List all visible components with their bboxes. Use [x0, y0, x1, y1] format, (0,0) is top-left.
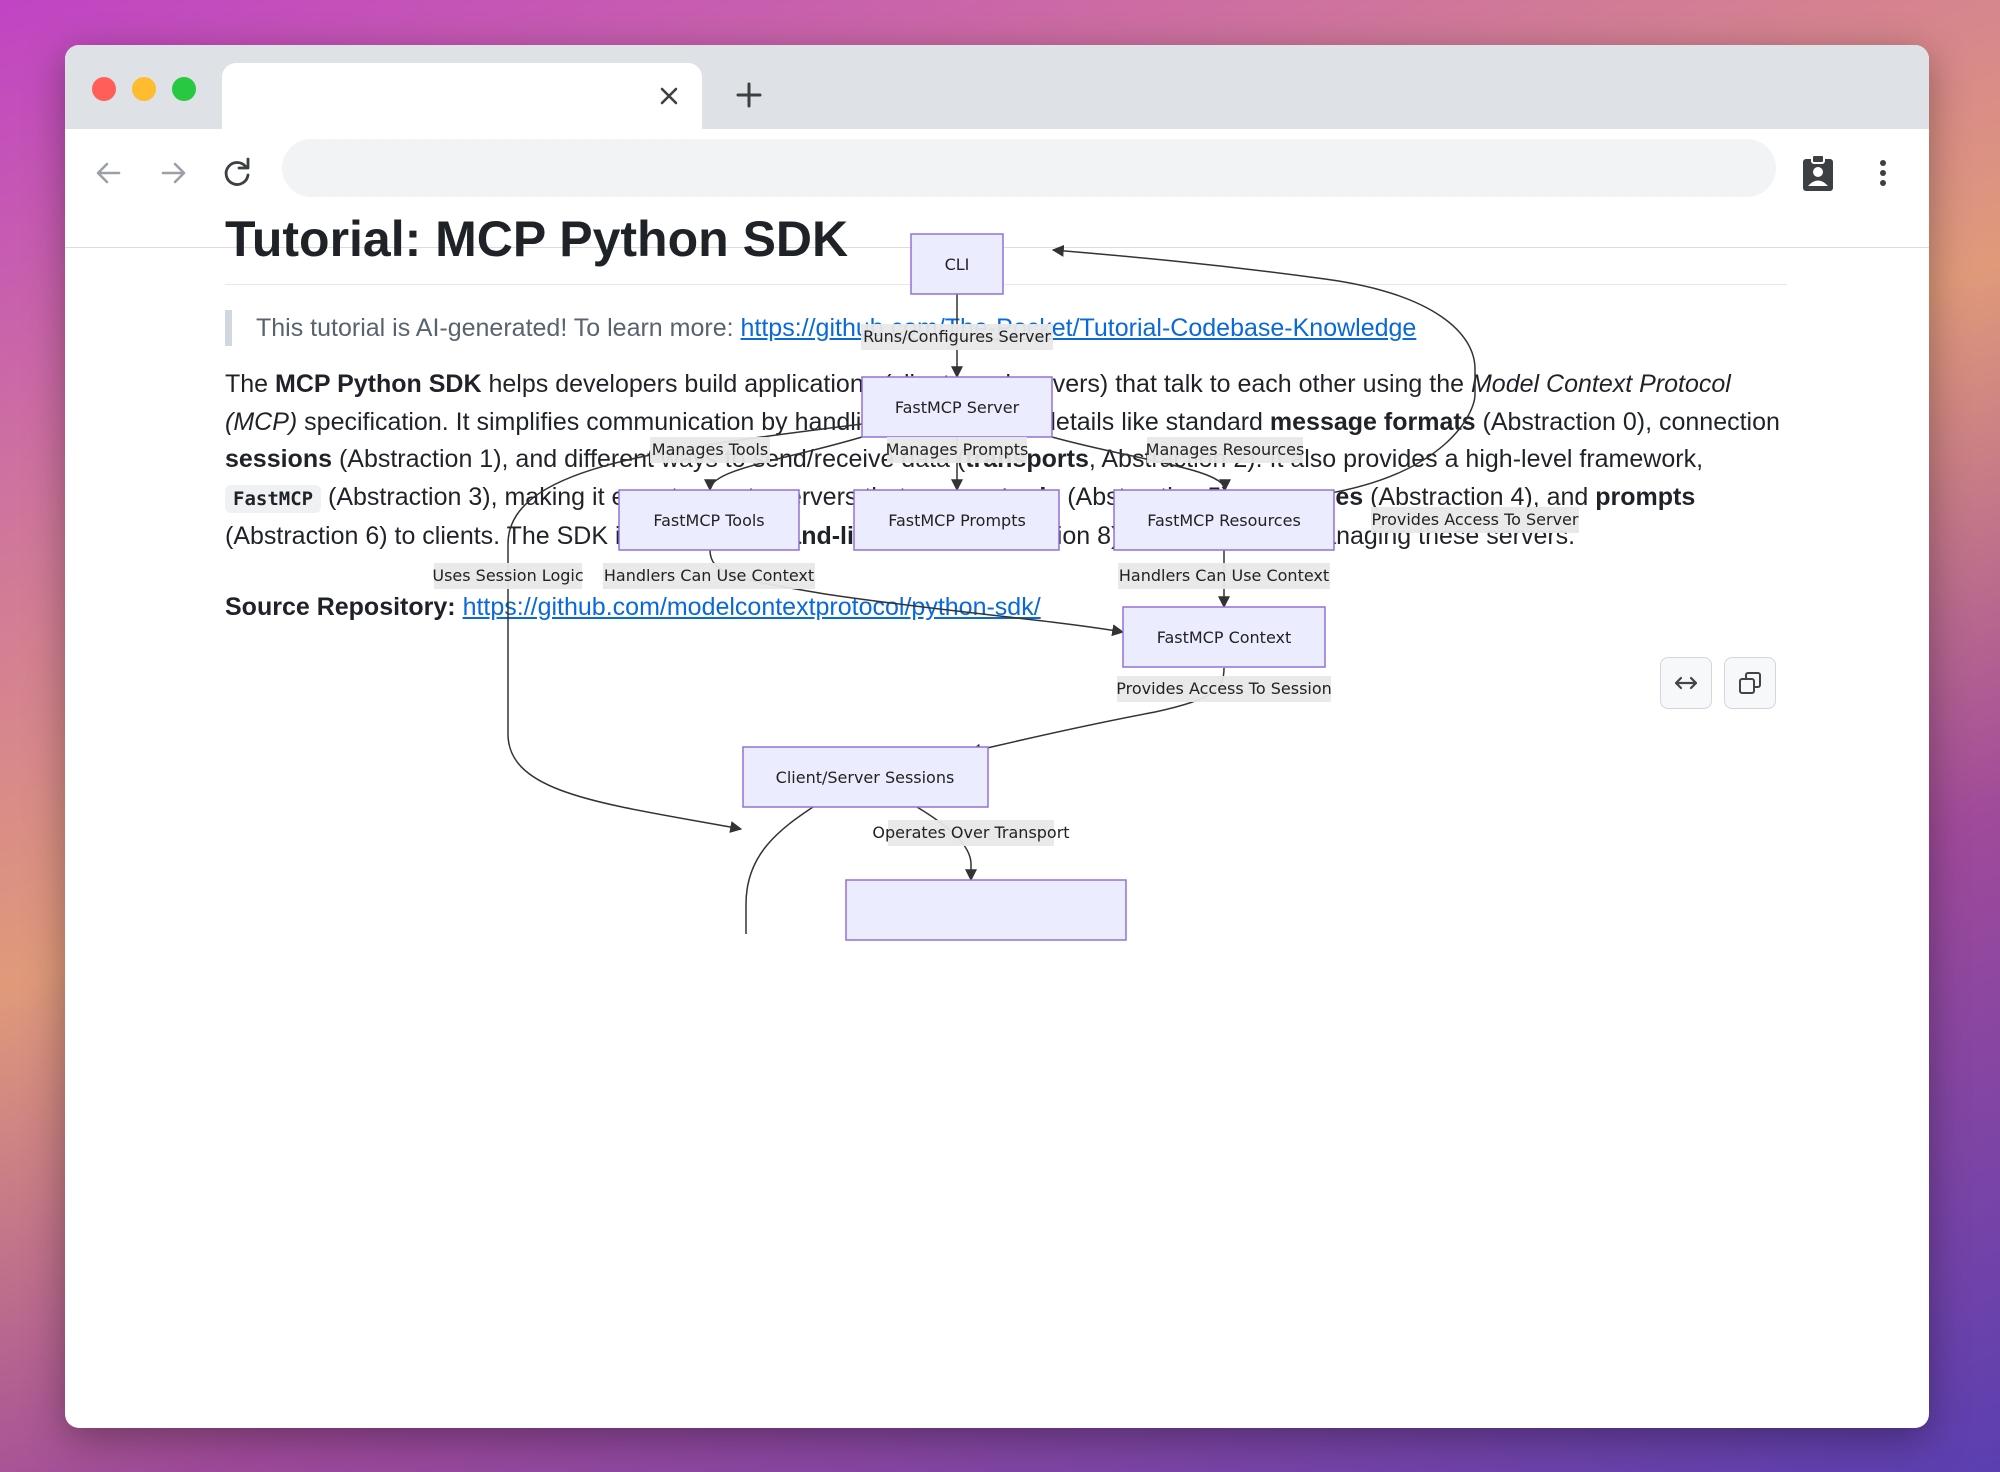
intro-text: specification. It simplifies communicati…: [297, 407, 1270, 436]
edge-label-handlers-resources: Handlers Can Use Context: [1119, 566, 1329, 585]
edge-sessions-down: [745, 806, 814, 934]
maximize-window-button[interactable]: [172, 77, 196, 101]
node-fastmcp-prompts[interactable]: [853, 489, 1060, 551]
node-context-label: FastMCP Context: [1157, 628, 1292, 647]
node-client-server-sessions[interactable]: [742, 746, 989, 808]
back-arrow-icon[interactable]: [87, 151, 131, 195]
intro-text: (Abstraction 0), connection: [1475, 407, 1780, 436]
ai-notice-blockquote: This tutorial is AI-generated! To learn …: [225, 310, 1796, 346]
label-bg: [1147, 437, 1303, 463]
tab-bar: [65, 45, 1929, 129]
edge-label-handlers-tools: Handlers Can Use Context: [604, 566, 814, 585]
expand-diagram-button[interactable]: [1660, 657, 1712, 709]
node-tools-label: FastMCP Tools: [653, 511, 764, 530]
intro-bold: MCP Python SDK: [275, 370, 482, 398]
notice-link[interactable]: https://github.com/The-Pocket/Tutorial-C…: [740, 314, 1417, 342]
intro-text: The: [225, 370, 276, 398]
page-content: Tutorial: MCP Python SDK This tutorial i…: [65, 204, 1929, 1428]
title-divider: [225, 284, 1787, 285]
expand-horizontal-icon: [1674, 676, 1698, 690]
edge-label-manages-tools: Manages Tools: [652, 440, 768, 459]
node-fastmcp-resources[interactable]: [1113, 489, 1335, 551]
edge-label-manages-prompts: Manages Prompts: [886, 440, 1029, 459]
edge-tools-context: [709, 549, 1125, 637]
node-transport-partial[interactable]: [845, 879, 1127, 941]
intro-bold: message formats: [1269, 407, 1476, 436]
flowchart-diagram: CLI FastMCP Server FastMCP Tools FastMCP…: [432, 233, 1579, 941]
node-fastmcp-context[interactable]: [1122, 606, 1326, 668]
close-icon[interactable]: [654, 81, 684, 111]
node-resources-label: FastMCP Resources: [1147, 511, 1301, 530]
notice-text: This tutorial is AI-generated! To learn …: [256, 314, 741, 342]
intro-italic: Model Context Protocol (MCP): [225, 370, 1731, 436]
label-bg: [888, 820, 1054, 846]
edge-label-manages-resources: Manages Resources: [1146, 440, 1305, 459]
label-bg: [1371, 507, 1579, 533]
edge-label-provides-server: Provides Access To Server: [1372, 510, 1579, 529]
node-server-label: FastMCP Server: [895, 398, 1020, 417]
address-bar[interactable]: [282, 139, 1776, 197]
node-cli-label: CLI: [945, 255, 970, 274]
tab-active[interactable]: [222, 63, 702, 129]
label-bg: [1117, 676, 1331, 702]
label-bg: [434, 563, 582, 589]
forward-arrow-icon[interactable]: [151, 151, 195, 195]
edge-label-operates: Operates Over Transport: [872, 823, 1069, 842]
edge-server-resources: [1051, 436, 1231, 492]
plus-icon[interactable]: [731, 77, 767, 113]
reload-icon[interactable]: [215, 151, 259, 195]
intro-bold: prompts: [1595, 482, 1696, 511]
label-bg: [887, 437, 1027, 463]
page-title: Tutorial: MCP Python SDK: [225, 211, 849, 267]
source-repository-line: Source Repository: https://github.com/mo…: [225, 589, 1041, 625]
browser-window: Tutorial: MCP Python SDK This tutorial i…: [65, 45, 1929, 1428]
label-bg: [861, 324, 1053, 350]
node-sessions-label: Client/Server Sessions: [776, 768, 955, 787]
copy-icon: [1739, 672, 1761, 694]
node-cli[interactable]: [910, 233, 1004, 295]
source-label: Source Repository:: [225, 593, 456, 621]
label-bg: [650, 437, 770, 463]
edge-server-tools: [704, 436, 863, 492]
node-fastmcp-tools[interactable]: [618, 489, 800, 551]
node-prompts-label: FastMCP Prompts: [888, 511, 1026, 530]
edge-label-provides-session: Provides Access To Session: [1116, 679, 1332, 698]
inline-code: FastMCP: [225, 484, 322, 513]
minimize-window-button[interactable]: [132, 77, 156, 101]
more-menu-icon[interactable]: [1861, 151, 1905, 195]
clipboard-profile-icon[interactable]: [1796, 151, 1840, 195]
source-link[interactable]: https://github.com/modelcontextprotocol/…: [462, 593, 1041, 621]
copy-diagram-button[interactable]: [1724, 657, 1776, 709]
intro-text: (Abstraction 4), and: [1363, 482, 1596, 511]
label-bg: [603, 563, 815, 589]
close-window-button[interactable]: [92, 77, 116, 101]
edge-label-runs: Runs/Configures Server: [863, 327, 1051, 346]
intro-bold: sessions: [225, 445, 333, 473]
label-bg: [1118, 563, 1330, 589]
browser-toolbar: [65, 129, 1929, 248]
edge-context-server: [1051, 244, 1476, 495]
edge-label-uses-session: Uses Session Logic: [432, 566, 583, 585]
